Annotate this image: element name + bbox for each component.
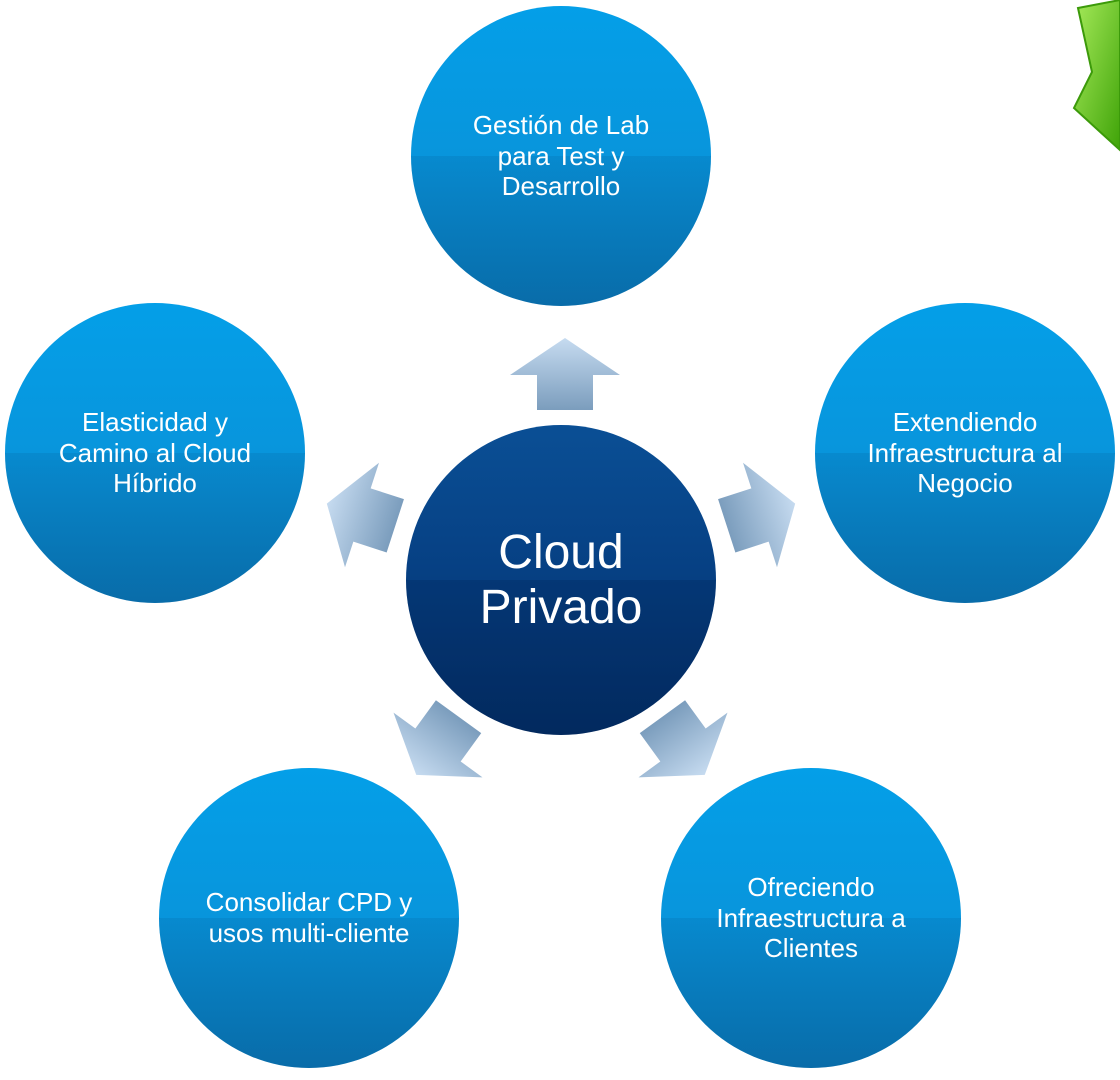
node-bottom-right: Ofreciendo Infraestructura a Clientes (661, 768, 961, 1068)
arrow-to-top (510, 338, 620, 410)
node-left: Elasticidad y Camino al Cloud Híbrido (5, 303, 305, 603)
arrow-to-right (718, 462, 796, 568)
node-right-label: Extendiendo Infraestructura al Negocio (867, 406, 1063, 499)
center-node: Cloud Privado (406, 425, 716, 735)
node-top-label: Gestión de Lab para Test y Desarrollo (472, 109, 650, 202)
node-left-label: Elasticidad y Camino al Cloud Híbrido (58, 406, 252, 499)
node-right: Extendiendo Infraestructura al Negocio (815, 303, 1115, 603)
node-top: Gestión de Lab para Test y Desarrollo (411, 6, 711, 306)
node-bottom-right-label: Ofreciendo Infraestructura a Clientes (716, 871, 906, 964)
green-star-shape-icon (1072, 0, 1120, 152)
node-bottom-left-label: Consolidar CPD y usos multi-cliente (205, 887, 413, 948)
node-bottom-left: Consolidar CPD y usos multi-cliente (159, 768, 459, 1068)
center-node-label: Cloud Privado (479, 525, 643, 634)
arrow-to-left (326, 462, 404, 568)
